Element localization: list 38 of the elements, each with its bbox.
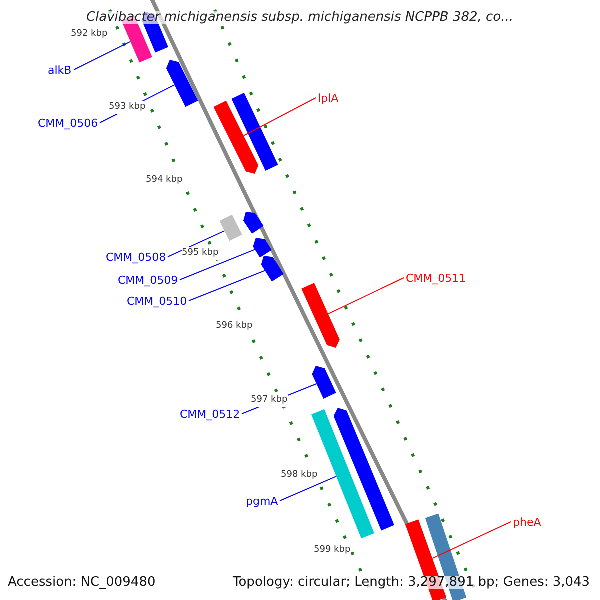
leader-line — [74, 41, 132, 70]
gene-feature — [214, 100, 259, 174]
gene-feature — [244, 212, 264, 234]
gene-feature — [232, 93, 278, 171]
gene-label: alkB — [48, 64, 72, 76]
gene-feature — [261, 256, 284, 282]
gene-label: CMM_0510 — [127, 294, 188, 308]
leader-line — [168, 230, 226, 258]
gene-label: CMM_0509 — [118, 274, 178, 286]
gene-feature — [302, 283, 340, 348]
scale-label: 592 kbp — [71, 28, 108, 40]
gene-label: lplA — [318, 92, 339, 104]
leader-line — [432, 522, 512, 560]
leader-line — [328, 278, 404, 315]
scale-label: 594 kbp — [146, 174, 183, 186]
gene-label: CMM_0508 — [106, 250, 166, 264]
leader-line — [188, 270, 266, 302]
gene-feature — [166, 60, 198, 108]
scale-label: 599 kbp — [314, 544, 351, 556]
scale-label: 597 kbp — [251, 394, 288, 406]
scale-label: 595 kbp — [182, 246, 219, 260]
leader-line — [243, 98, 316, 136]
leader-line — [180, 249, 256, 280]
gene-feature — [220, 214, 242, 242]
gene-label: pheA — [513, 516, 542, 528]
scale-label: 598 kbp — [281, 468, 318, 482]
genome-info-text: Topology: circular; Length: 3,297,891 bp; Genes: 3,043 — [233, 576, 590, 588]
leader-line — [280, 476, 337, 502]
scale-label: 593 kbp — [109, 100, 146, 114]
gene-label: CMM_0511 — [406, 272, 466, 284]
gene-label: CMM_0506 — [38, 116, 98, 130]
scale-label: 596 kbp — [216, 320, 253, 332]
gene-feature — [312, 366, 336, 399]
gene-label: CMM_0512 — [180, 408, 240, 420]
gene-feature — [334, 408, 394, 531]
accession-text: Accession: NC_009480 — [8, 576, 156, 588]
gene-label: pgmA — [246, 494, 278, 508]
gene-feature — [253, 238, 272, 258]
